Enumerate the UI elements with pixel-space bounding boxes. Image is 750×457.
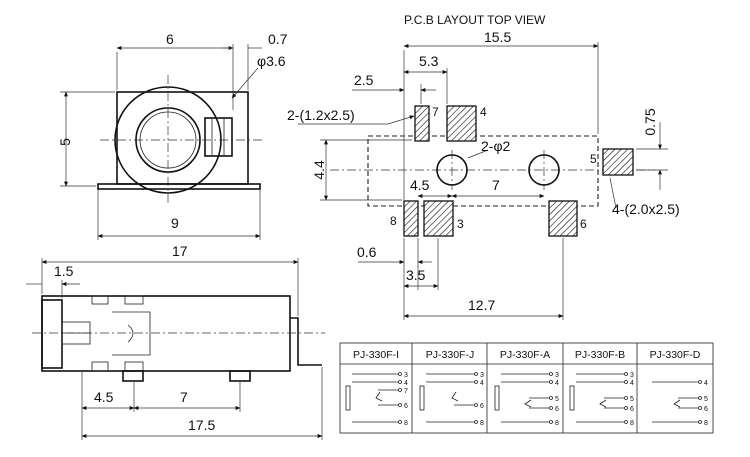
pcb-dim-06-label: 0.6 [357,244,377,260]
pin-3-3: 3 [555,372,559,379]
pcb-layout: P.C.B LAYOUT TOP VIEW 7 4 5 8 3 6 15.5 5… [287,13,680,320]
pin-label-3: 3 [457,217,464,231]
front-height-label: 5 [57,138,73,146]
pin-1-8: 8 [404,420,408,427]
side-pad-spacing-label: 7 [180,389,188,405]
model-header-2: PJ-330F-J [426,349,474,361]
pcb-dim-45-label: 4.5 [410,177,430,193]
pcb-pad-3 [423,200,454,237]
pin-5-8: 8 [704,420,708,427]
pin-1-7: 7 [404,388,408,395]
pcb-dim-35-label: 3.5 [406,267,426,283]
model-header-1: PJ-330F-I [353,349,399,361]
pin-4-4: 4 [630,380,634,387]
side-front-tab [41,299,63,369]
pcb-pad-5 [602,148,634,176]
pin-5-4: 4 [704,380,708,387]
side-pad-left [122,370,144,382]
side-view: 17 1.5 4.5 7 17.5 [26,243,325,440]
pcb-pad-7 [414,105,430,142]
pin-label-8: 8 [390,214,397,228]
pcb-hole-right [528,154,560,186]
pcb-title: P.C.B LAYOUT TOP VIEW [404,13,546,27]
pcb-pad-6 [548,200,578,237]
pin-4-5: 5 [630,396,634,403]
schematic-cell-4: 3 4 5 6 8 [569,372,634,427]
pcb-dim-44-label: 4.4 [311,160,327,180]
pin-2-6: 6 [480,403,484,410]
pin-4-3: 3 [630,372,634,379]
pin-label-6: 6 [580,217,587,231]
pcb-dim-075-label: 0.75 [642,108,658,135]
pcb-dim-127-label: 12.7 [468,297,495,313]
pin-label-4: 4 [480,105,487,119]
pin-4-6: 6 [630,406,634,413]
pin-5-6: 6 [704,406,708,413]
side-pad-offset-label: 4.5 [94,389,114,405]
pin-3-6: 6 [555,406,559,413]
schematic-cell-5: 4 5 6 8 [652,380,708,427]
schematic-cell-1: 3 4 7 6 8 [345,372,408,427]
pin-3-4: 4 [555,380,559,387]
side-pad-right [229,370,251,382]
pcb-pad-8 [403,200,419,237]
front-bottom-width-label: 9 [171,215,179,231]
pcb-dim-7-label: 7 [492,177,500,193]
pin-1-3: 3 [404,372,408,379]
pcb-pad-4 [446,105,477,142]
pin-label-7: 7 [432,105,439,119]
side-overall-label: 17.5 [188,417,215,433]
model-header-5: PJ-330F-D [650,349,701,361]
pin-1-6: 6 [404,403,408,410]
front-diameter-label: φ3.6 [257,53,286,69]
pcb-outline [367,135,599,207]
pin-2-8: 8 [480,420,484,427]
side-tab-label: 1.5 [54,263,74,279]
front-view: 6 0.7 φ3.6 5 9 [57,31,288,240]
pin-5-5: 5 [704,396,708,403]
pcb-hole-label: 2-φ2 [481,138,511,154]
pin-3-8: 8 [555,420,559,427]
pcb-overall-label: 15.5 [484,29,511,45]
pin-2-4: 4 [480,380,484,387]
front-width-label: 6 [166,31,174,47]
schematic-table: PJ-330F-I PJ-330F-J PJ-330F-A PJ-330F-B … [339,342,714,434]
pin-label-5: 5 [590,152,597,166]
pin-2-3: 3 [480,372,484,379]
pcb-hole-left [436,154,468,186]
model-header-4: PJ-330F-B [575,349,625,361]
front-contact [204,117,233,157]
pin-1-4: 4 [404,380,408,387]
side-length-label: 17 [172,243,188,259]
pcb-dim-53-label: 5.3 [419,53,439,69]
pcb-dim-25-label: 2.5 [354,72,374,88]
schematic-cell-3: 3 4 5 6 8 [494,372,559,427]
front-offset-label: 0.7 [268,31,288,47]
side-body [41,295,291,372]
pin-3-5: 5 [555,396,559,403]
model-header-3: PJ-330F-A [500,349,550,361]
schematic-cell-2: 3 4 6 8 [419,372,484,427]
pcb-pad-large-label: 4-(2.0x2.5) [612,201,680,217]
side-rear-lead [290,317,322,366]
front-base-flange [97,183,261,190]
pcb-pad-small-label: 2-(1.2x2.5) [287,107,355,123]
pin-4-8: 8 [630,420,634,427]
